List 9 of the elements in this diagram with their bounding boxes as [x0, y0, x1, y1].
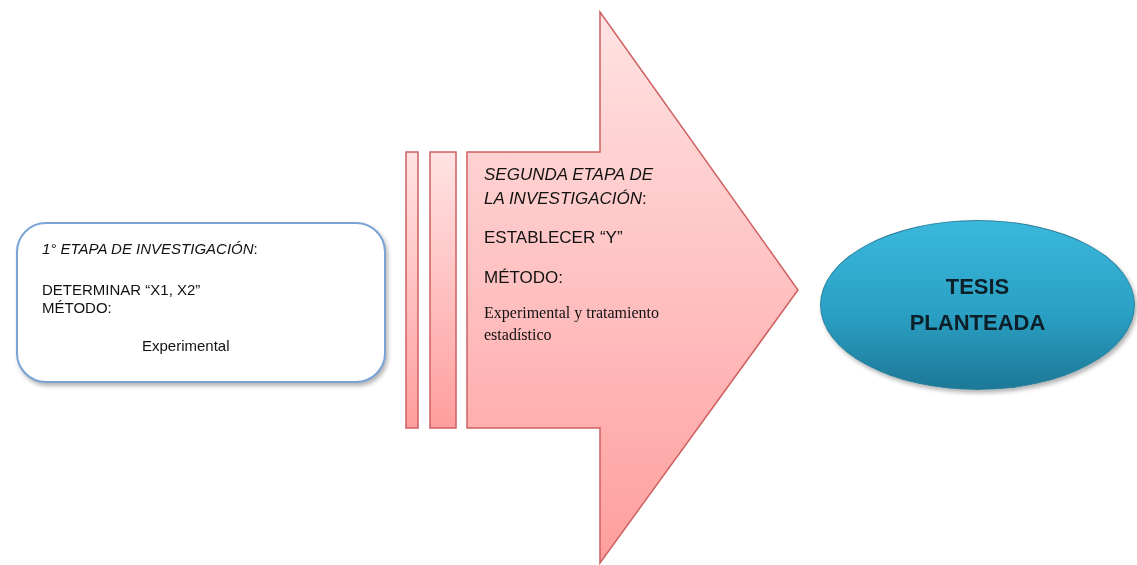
box-text: 1° ETAPA DE INVESTIGACIÓN: — [42, 240, 258, 257]
arrow-text: MÉTODO: — [484, 267, 564, 287]
ellipse-text: TESIS PLANTEADA — [908, 273, 1047, 337]
box-text: DETERMINAR “X1, X2” MÉTODO: — [42, 280, 201, 316]
arrow-text: Experimental y tratamiento estadístico — [484, 304, 660, 343]
box-text: Experimental — [142, 336, 230, 354]
process-box — [16, 222, 386, 383]
arrow-text: ESTABLECER “Y” — [484, 228, 623, 247]
arrow-text: SEGUNDA ETAPA DE LA INVESTIGACIÓN: — [484, 165, 654, 208]
